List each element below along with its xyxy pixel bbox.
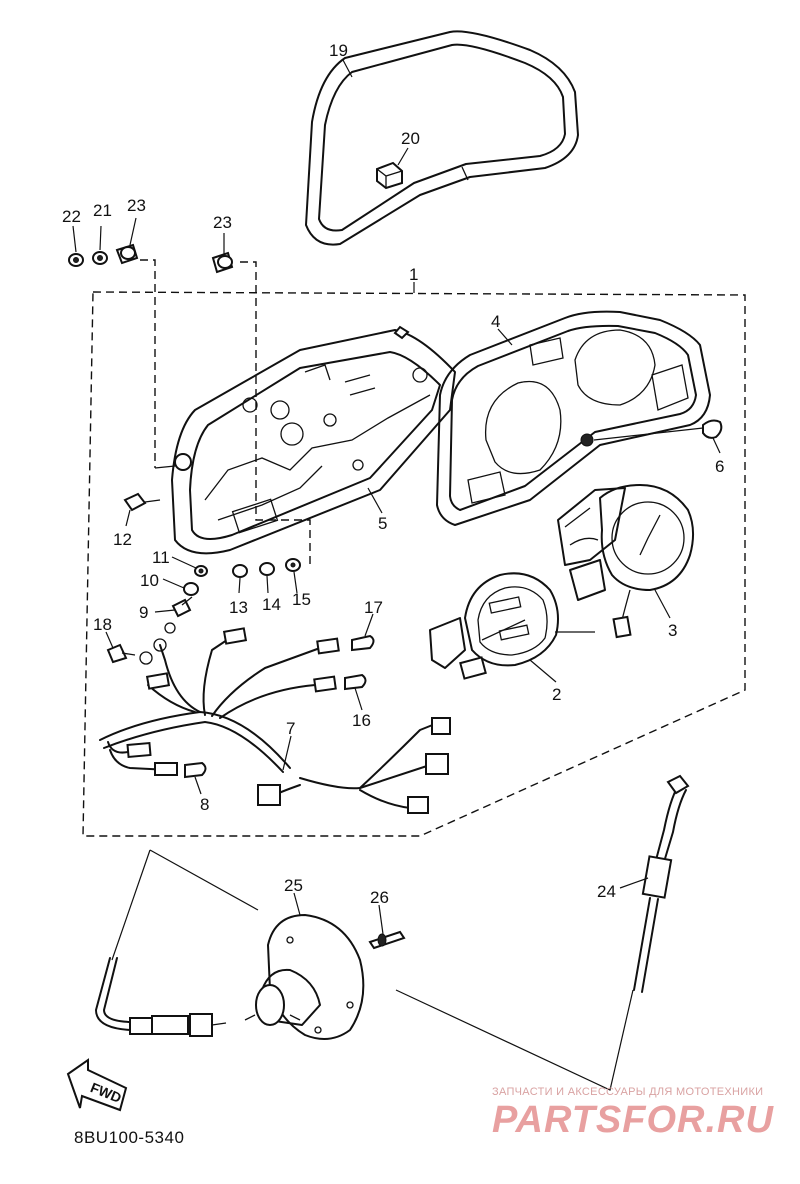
drive-cable-part[interactable] [95, 957, 227, 1037]
gear-unit-part[interactable] [244, 914, 365, 1040]
part-label-4: 4 [491, 312, 500, 331]
part-label-8: 8 [200, 795, 209, 814]
grommet-part-13[interactable] [232, 564, 248, 578]
part-label-16: 16 [352, 711, 371, 730]
terminal-part-18[interactable] [106, 643, 136, 664]
part-label-7: 7 [286, 719, 295, 738]
part-label-19: 19 [329, 41, 348, 60]
bulb-part-17[interactable] [351, 634, 375, 652]
washer-part[interactable] [92, 251, 108, 265]
rubber-pad-part[interactable] [376, 161, 403, 190]
grommet-part-right[interactable] [211, 251, 234, 274]
part-label-12: 12 [113, 530, 132, 549]
washer-part-11[interactable] [194, 565, 208, 577]
part-label-14: 14 [262, 595, 281, 614]
meter-cable-part[interactable] [633, 774, 690, 993]
part-label-17: 17 [364, 598, 383, 617]
bulb-part-8[interactable] [184, 761, 207, 779]
part-label-5: 5 [378, 514, 387, 533]
watermark-caption: ЗАПЧАСТИ И АКСЕССУАРЫ ДЛЯ МОТОТЕХНИКИ [492, 1086, 764, 1098]
gauge-unit-part[interactable] [557, 484, 694, 639]
meter-case-part[interactable] [154, 325, 456, 555]
part-label-20: 20 [401, 129, 420, 148]
part-label-24: 24 [597, 882, 616, 901]
part-label-10: 10 [140, 571, 159, 590]
part-label-21: 21 [93, 201, 112, 220]
speedometer-part[interactable] [429, 572, 595, 680]
forward-arrow-icon: FWD [66, 1058, 128, 1112]
grommet-part-10[interactable] [183, 582, 199, 596]
part-label-26: 26 [370, 888, 389, 907]
part-label-2: 2 [552, 685, 561, 704]
part-label-13: 13 [229, 598, 248, 617]
bezel-cover-part[interactable] [305, 30, 579, 246]
part-label-15: 15 [292, 590, 311, 609]
bulb-part-16[interactable] [344, 673, 367, 691]
part-label-23-left: 23 [127, 196, 146, 215]
part-label-9: 9 [139, 603, 148, 622]
leader-lines [72, 59, 721, 1091]
part-label-11: 11 [152, 548, 170, 567]
part-label-22: 22 [62, 207, 81, 226]
screw-part-9[interactable] [171, 596, 193, 618]
pin-part-26[interactable] [368, 930, 406, 950]
part-label-1: 1 [409, 265, 418, 284]
part-label-6: 6 [715, 457, 724, 476]
grommet-part[interactable] [115, 243, 139, 265]
watermark-logo: PARTSFOR.RU [492, 1099, 774, 1141]
meter-panel-part[interactable] [436, 310, 711, 526]
part-label-3: 3 [668, 621, 677, 640]
wire-harness-part[interactable] [99, 622, 451, 814]
nut-part-15[interactable] [285, 558, 301, 572]
diagram-code: 8BU100-5340 [74, 1128, 185, 1147]
part-label-23-right: 23 [213, 213, 232, 232]
part-label-18: 18 [93, 615, 112, 634]
assembly-outline [82, 291, 746, 837]
washer-part-14[interactable] [259, 562, 275, 576]
part-label-25: 25 [284, 876, 303, 895]
nut-part[interactable] [68, 253, 84, 267]
screw-part-12[interactable] [123, 492, 161, 512]
bulb-part-6[interactable] [593, 419, 723, 441]
